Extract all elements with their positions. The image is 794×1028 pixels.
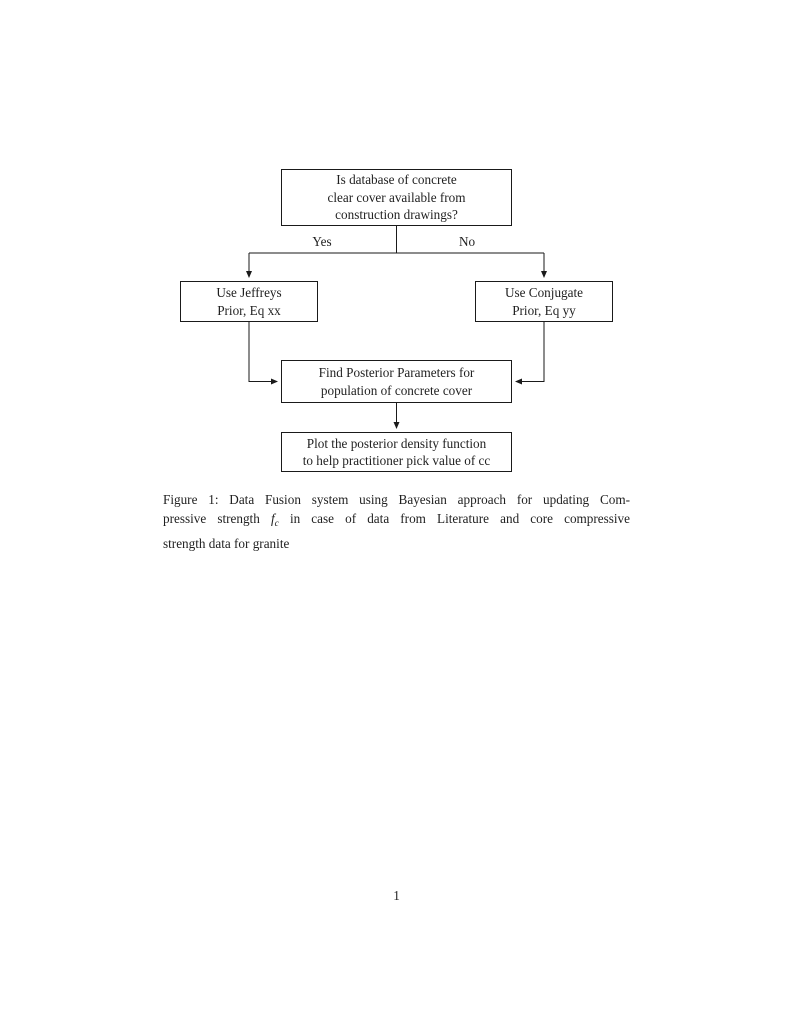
figure-caption-line3: strength data for granite [163,536,290,551]
no-branch-label: No [456,234,478,250]
caption-line2-text-post: in case of data from Literature and core… [278,511,631,526]
fc-math-symbol: f [270,511,275,526]
connector-jeffreys-posterior [248,322,278,385]
flowchart-connectors [246,225,547,429]
fc-math-subscript: c [274,519,279,529]
figure-caption-line1: Figure 1: Data Fusion system using Bayes… [163,492,630,507]
caption-line2-text-pre: pressive strength [163,511,271,526]
figure-caption-line2: pressive strength fc in case of data fro… [163,509,630,534]
decision-box: Is database of concrete clear cover avai… [281,169,512,226]
page-number: 1 [393,888,400,903]
plot-density-box: Plot the posterior density function to h… [281,432,512,472]
figure-flowchart: Is database of concrete clear cover avai… [0,0,794,480]
yes-branch-label: Yes [310,234,334,250]
jeffreys-prior-box: Use Jeffreys Prior, Eq xx [180,281,318,322]
conjugate-prior-box: Use Conjugate Prior, Eq yy [475,281,613,322]
connector-conjugate-posterior [515,322,545,385]
posterior-parameters-box: Find Posterior Parameters for population… [281,360,512,403]
figure-caption: Figure 1: Data Fusion system using Bayes… [163,490,630,553]
